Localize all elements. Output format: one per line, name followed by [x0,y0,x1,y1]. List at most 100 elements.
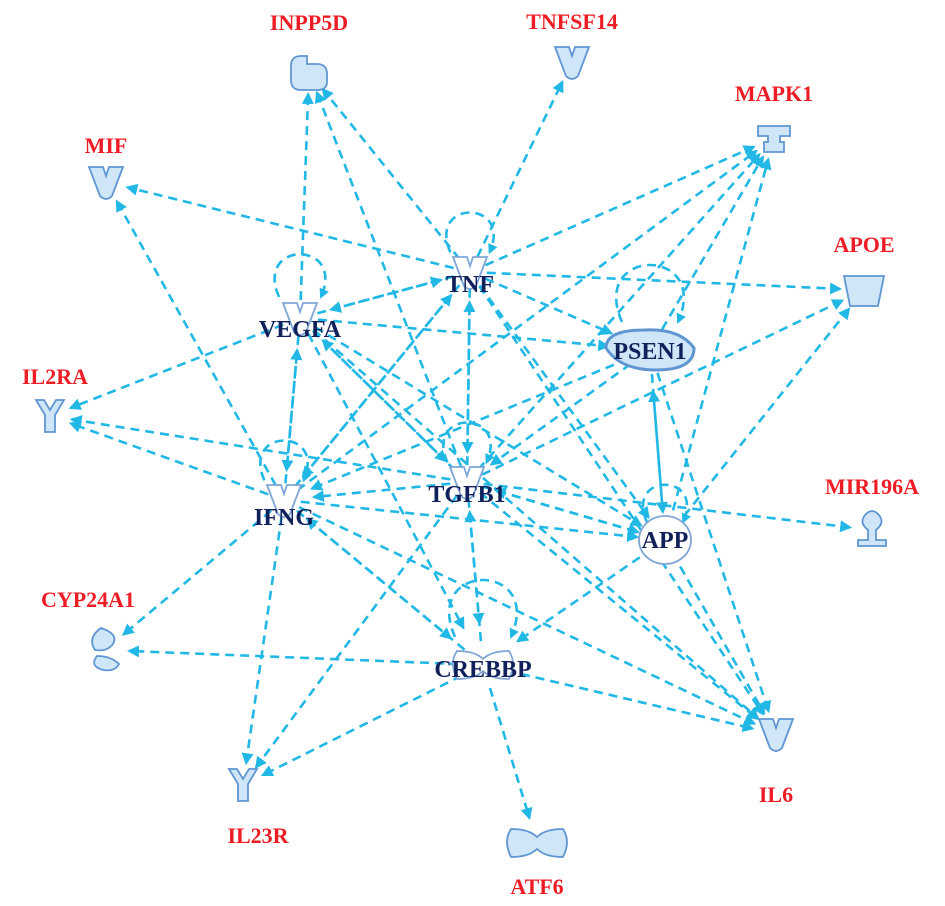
node-cyp24a1[interactable] [91,627,121,672]
transporter-icon [842,275,886,307]
edge-app-to-mapk1 [667,157,772,526]
edge-vegfa-to-il6 [312,328,760,720]
node-mif[interactable] [87,166,125,200]
peptidase-icon [604,328,696,372]
cytokine-icon [757,718,795,752]
node-il6[interactable] [757,718,795,752]
cytokine-icon [265,484,303,518]
edge-app-to-tgfb1 [493,487,651,537]
edge-tgfb1-to-il23r [254,494,459,769]
label-tnf: TNF [446,272,494,298]
edge-app-to-crebbp [515,547,653,643]
label-il2ra: IL2RA [22,364,88,389]
label-cyp24a1: CYP24A1 [41,587,135,612]
edge-ifng-to-mif [115,199,277,486]
edge-tnf-to-inpp5d [321,87,461,260]
cytokine-icon [553,46,591,80]
edge-tnf-to-mapk1 [484,145,756,267]
edge-tnf-to-mif [125,183,455,270]
node-il2ra[interactable] [34,399,66,433]
label-tnfsf14: TNFSF14 [526,9,618,34]
enzyme-icon [91,627,121,672]
edge-layer [68,79,853,821]
edge-vegfa-to-crebbp [307,333,465,630]
receptor-icon [227,768,259,802]
self-loop-tnf [445,211,498,255]
edge-tnf-to-psen1 [484,277,614,335]
edge-crebbp-to-il6 [506,669,755,733]
edge-tgfb1-to-tnf [463,299,476,466]
edge-psen1-to-tgfb1 [489,362,632,466]
node-inpp5d[interactable] [290,55,328,91]
edge-app-to-psen1 [648,389,666,525]
edge-app-to-apoe [673,307,851,529]
edge-vegfa-to-il2ra [68,323,284,410]
edge-ifng-to-il23r [241,516,283,766]
edge-ifng-to-il6 [298,506,757,725]
microrna-icon [857,510,887,547]
edge-psen1-to-mapk1 [660,155,765,330]
node-psen1[interactable] [604,328,696,372]
edge-tnf-to-app [478,284,650,519]
edge-tgfb1-to-ifng [311,482,451,503]
node-atf6[interactable] [506,828,568,858]
edge-app-to-il6 [671,552,766,715]
edge-tnf-to-apoe [486,271,843,295]
node-tnf[interactable] [451,256,489,290]
label-vegfa: VEGFA [259,317,342,343]
label-apoe: APOE [833,232,894,257]
label-atf6: ATF6 [510,874,563,899]
self-loop-ifng [259,439,312,483]
edge-tgfb1-to-mapk1 [477,152,761,471]
kinase-icon [757,125,791,153]
phosphatase-icon [290,55,328,91]
other-icon [638,515,692,565]
node-mir196a[interactable] [857,510,887,547]
self-loop-tgfb1 [442,421,495,465]
self-loop-crebbp [447,578,519,639]
transcription-regulator-icon [506,828,568,858]
label-app: APP [642,528,689,554]
label-il23r: IL23R [227,823,289,848]
edge-ifng-to-il2ra [68,421,269,496]
self-loop-vegfa [273,253,329,299]
self-loop-psen1 [614,263,686,324]
node-mapk1[interactable] [757,125,791,153]
label-crebbp: CREBBP [434,657,531,683]
edge-psen1-to-ifng [309,357,629,491]
edge-crebbp-to-cyp24a1 [126,645,460,666]
edge-tgfb1-to-il2ra [69,415,451,481]
node-vegfa[interactable] [281,302,319,336]
cytokine-icon [448,466,486,500]
edge-vegfa-to-app [314,326,643,527]
cytokine-icon [281,302,319,336]
node-tgfb1[interactable] [448,466,486,500]
label-mapk1: MAPK1 [735,81,813,106]
edge-vegfa-to-tnf [317,276,443,315]
edge-tgfb1-to-vegfa [321,339,456,472]
receptor-icon [34,399,66,433]
node-app[interactable] [638,515,692,565]
label-mir196a: MIR196A [825,474,919,499]
label-mif: MIF [85,133,128,158]
node-apoe[interactable] [842,275,886,307]
label-tgfb1: TGFB1 [428,482,505,508]
node-il23r[interactable] [227,768,259,802]
edge-ifng-to-tnf [293,293,453,488]
edge-vegfa-to-inpp5d [299,91,314,301]
edge-tgfb1-to-inpp5d [314,90,463,467]
edge-ifng-to-cyp24a1 [121,509,272,636]
edge-crebbp-to-ifng [305,517,466,651]
node-crebbp[interactable] [452,650,514,680]
label-inpp5d: INPP5D [270,10,348,35]
transcription-regulator-icon [452,650,514,680]
label-psen1: PSEN1 [613,339,686,365]
node-ifng[interactable] [265,484,303,518]
cytokine-icon [451,256,489,290]
edge-vegfa-to-psen1 [317,318,611,352]
edge-tnf-to-tnfsf14 [476,79,564,258]
label-il6: IL6 [759,782,793,807]
node-tnfsf14[interactable] [553,46,591,80]
